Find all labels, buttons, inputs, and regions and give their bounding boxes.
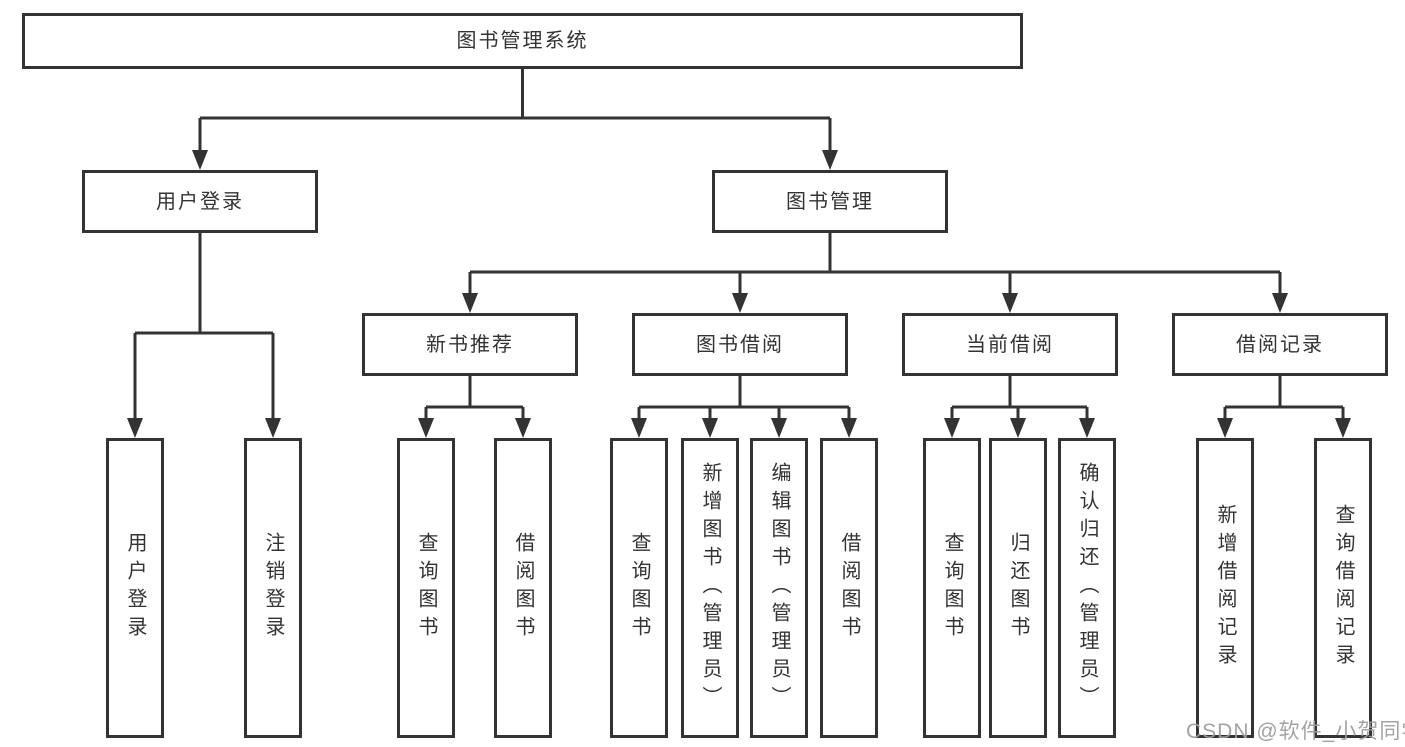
connector-new-book-recommend-to-leaves — [418, 373, 531, 438]
node-user-login: 用户登录 — [82, 170, 318, 233]
leaf-edit-book-admin: 编辑图书（管理员） — [750, 438, 808, 738]
leaf-query-books-borrow: 查询图书 — [610, 438, 668, 738]
node-book-borrow: 图书借阅 — [632, 313, 848, 376]
leaf-query-books-current: 查询图书 — [923, 438, 981, 738]
node-current-borrow: 当前借阅 — [902, 313, 1118, 376]
leaf-query-borrow-record: 查询借阅记录 — [1314, 438, 1372, 738]
leaf-confirm-return-admin: 确认归还（管理员） — [1058, 438, 1116, 738]
leaf-add-book-admin: 新增图书（管理员） — [681, 438, 739, 738]
leaf-return-book: 归还图书 — [989, 438, 1047, 738]
leaf-logout: 注销登录 — [244, 438, 302, 738]
leaf-borrow-books: 借阅图书 — [820, 438, 878, 738]
csdn-watermark: CSDN @软件_小贺同学 — [1186, 720, 1405, 743]
connector-root-to-level2 — [192, 66, 838, 170]
node-new-book-recommend: 新书推荐 — [362, 313, 578, 376]
node-root-library-system: 图书管理系统 — [22, 13, 1023, 69]
leaf-add-borrow-record: 新增借阅记录 — [1196, 438, 1254, 738]
connector-borrow-records-to-leaves — [1217, 373, 1351, 438]
connector-book-management-to-level3 — [462, 230, 1288, 313]
connector-user-login-to-leaves — [127, 230, 281, 438]
leaf-query-books-recommend: 查询图书 — [397, 438, 455, 738]
connector-current-borrow-to-leaves — [944, 373, 1095, 438]
node-borrow-records: 借阅记录 — [1172, 313, 1388, 376]
node-book-management: 图书管理 — [712, 170, 948, 233]
leaf-user-login: 用户登录 — [106, 438, 164, 738]
leaf-borrow-books-recommend: 借阅图书 — [494, 438, 552, 738]
connector-book-borrow-to-leaves — [631, 373, 857, 438]
